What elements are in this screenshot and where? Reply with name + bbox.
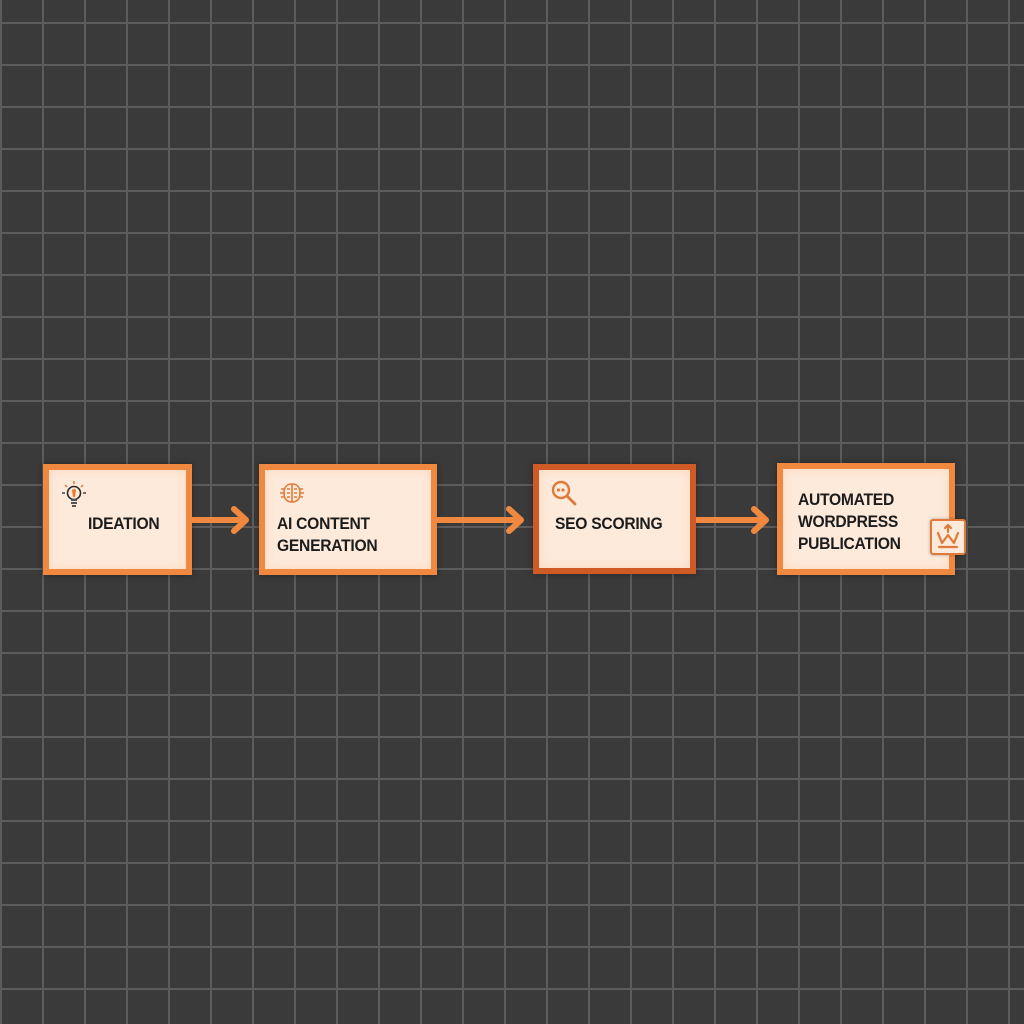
label-line: AI CONTENT (277, 514, 370, 533)
node-label-seo-scoring: SEO SCORING (555, 513, 663, 535)
label-line: WORDPRESS (798, 512, 899, 531)
node-label-automated-wordpress-publication: AUTOMATED WORDPRESS PUBLICATION (798, 489, 901, 555)
wordpress-upload-icon (936, 523, 960, 549)
brain-chip-icon (280, 483, 304, 503)
node-label-ai-content-generation: AI CONTENT GENERATION (277, 513, 378, 557)
magnifier-icon (551, 480, 577, 506)
label-line: SEO SCORING (555, 514, 663, 533)
label-line: AUTOMATED (798, 490, 894, 509)
label-line: IDEATION (88, 514, 160, 533)
node-seo-scoring: SEO SCORING (533, 464, 696, 574)
node-automated-wordpress-publication: AUTOMATED WORDPRESS PUBLICATION (777, 463, 955, 575)
node-ideation: IDEATION (43, 464, 192, 575)
label-line: PUBLICATION (798, 534, 901, 553)
wordpress-badge (930, 519, 966, 555)
arrow-ideation-to-ai-content (192, 506, 249, 534)
node-label-ideation: IDEATION (88, 513, 160, 535)
arrow-ai-content-to-seo (437, 506, 524, 534)
node-ai-content-generation: AI CONTENT GENERATION (259, 464, 437, 575)
arrow-seo-to-wordpress (696, 506, 769, 534)
lightbulb-icon (62, 481, 86, 507)
label-line: GENERATION (277, 536, 378, 555)
